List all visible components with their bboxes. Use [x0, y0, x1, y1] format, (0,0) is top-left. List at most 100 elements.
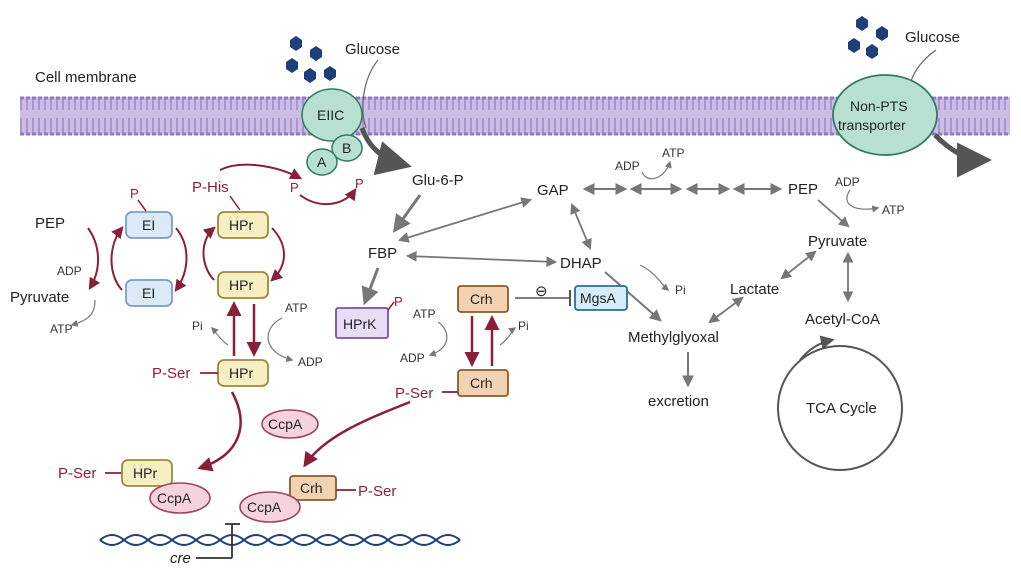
- crh-box-bottom: [457, 369, 509, 397]
- lactate-label: Lactate: [730, 281, 779, 298]
- complex2-ccpa-label: CcpA: [247, 499, 282, 515]
- dna-helix: [99, 534, 461, 546]
- eiib-label: B: [342, 140, 351, 156]
- complex1-ccpa: [149, 482, 211, 514]
- pep-adp-label: ADP: [835, 175, 860, 189]
- ei-p-label: P: [130, 186, 139, 201]
- mgsa-label: MgsA: [580, 290, 616, 306]
- hprk-p-label: P: [394, 294, 403, 309]
- lactate-pyruvate-arrow: [780, 250, 817, 280]
- glucose-label-left: Glucose: [345, 41, 400, 58]
- complex1-ccpa-label: CcpA: [157, 490, 192, 506]
- hpr-pi-curve: [210, 326, 229, 346]
- hpr-middle-label: HPr: [229, 277, 253, 293]
- crh-atp-label: ATP: [413, 307, 435, 321]
- ccpa-free-label: CcpA: [268, 416, 303, 432]
- non-pts-label-1: Non-PTS: [850, 98, 908, 114]
- gap-atp-curve: [641, 160, 672, 180]
- pep-to-pyruvate-arrow: [87, 227, 101, 291]
- pep-atp-curve: [846, 189, 880, 213]
- crh-box-top: [457, 285, 509, 313]
- pyruvate-right-label: Pyruvate: [808, 233, 867, 250]
- crh-atp-curve: [428, 321, 448, 357]
- excretion-label: excretion: [648, 393, 709, 410]
- crh-adp-label: ADP: [400, 351, 425, 365]
- glucose-molecules-left-icon: [286, 36, 336, 83]
- pep-right-label: PEP: [788, 181, 818, 198]
- glucose-molecules-right-icon: [848, 16, 888, 59]
- hpr-top-label: HPr: [229, 217, 253, 233]
- cre-label: cre: [170, 550, 191, 567]
- non-pts-exit-arrow: [933, 133, 992, 178]
- tca-cycle-label: TCA Cycle: [806, 400, 877, 417]
- complex1-hpr-label: HPr: [133, 465, 157, 481]
- gap-adp-label: ADP: [615, 159, 640, 173]
- phis-to-eiia-arrow: [219, 163, 303, 180]
- inhibition-symbol: ⊖: [535, 283, 548, 300]
- hpr-bottom-label: HPr: [229, 365, 253, 381]
- pep-to-pyruvate-arrow: [817, 199, 850, 228]
- complex2-pser-label: P-Ser: [358, 483, 396, 500]
- eiia-to-eiib-arrow: [299, 188, 357, 206]
- ei-cycle-left-arrow: [110, 226, 124, 291]
- crh-pser-label: P-Ser: [395, 385, 433, 402]
- non-pts-label-2: transporter: [838, 117, 906, 133]
- ei-atp-curve: [70, 299, 96, 327]
- hpr-atp-curve: [267, 317, 294, 362]
- phis-label: P-His: [192, 179, 229, 196]
- hpr-cycle-left-arrow: [202, 226, 216, 281]
- dhap-pi-label: Pi: [675, 283, 686, 297]
- ei-cycle-right-arrow: [174, 227, 188, 292]
- acetyl-coa-label: Acetyl-CoA: [805, 311, 880, 328]
- crh-pi-label: Pi: [518, 319, 529, 333]
- ccpa-free: [261, 409, 319, 439]
- gap-fbp-arrow: [397, 197, 533, 243]
- non-pts-transporter: Non-PTS transporter: [832, 74, 938, 156]
- glu6p-to-fbp-arrow: [392, 194, 422, 233]
- hprk-box: [335, 307, 389, 339]
- hpr-to-ccpa-complex-arrow: [197, 391, 242, 472]
- glu6p-label: Glu-6-P: [412, 172, 464, 189]
- hpr-atp-label: ATP: [285, 301, 307, 315]
- ei-atp-label: ATP: [50, 322, 72, 336]
- hpr-box-middle: [217, 271, 269, 299]
- fbp-to-hprk-arrow: [361, 267, 380, 306]
- hprk-p-link: [387, 301, 395, 311]
- crh-pi-curve: [499, 327, 517, 346]
- dhap-pi-curve: [639, 264, 670, 291]
- fbp-label: FBP: [368, 245, 397, 262]
- ei-box-top: [125, 211, 173, 239]
- glucose-to-glu6p-arrow: [359, 127, 412, 176]
- methylglyoxal-lactate-arrow: [708, 296, 744, 324]
- cre-repression-marker: [196, 523, 240, 559]
- hpr-adp-label: ADP: [298, 355, 323, 369]
- eiia-label: A: [317, 154, 327, 170]
- hpr-pser-label: P-Ser: [152, 365, 190, 382]
- methylglyoxal-label: Methylglyoxal: [628, 329, 719, 346]
- glucose-entry-curve-left: [362, 59, 379, 129]
- ei-box-bottom: [125, 279, 173, 307]
- ei-adp-label: ADP: [57, 264, 82, 278]
- hprk-label: HPrK: [343, 316, 377, 332]
- hpr-box-top: [217, 211, 269, 239]
- fbp-dhap-arrow: [405, 250, 558, 268]
- complex1-hpr-box: [121, 459, 173, 487]
- ei-bottom-label: EI: [142, 285, 155, 301]
- pep-left-label: PEP: [35, 215, 65, 232]
- gap-dhap-arrow: [570, 203, 592, 250]
- phis-link: [229, 195, 241, 211]
- gap-label: GAP: [537, 182, 569, 199]
- pyruvate-left-label: Pyruvate: [10, 289, 69, 306]
- pep-atp-label: ATP: [882, 203, 904, 217]
- complex2-crh-label: Crh: [300, 480, 323, 496]
- hpr-pi-label: Pi: [192, 319, 203, 333]
- complex1-pser-label: P-Ser: [58, 465, 96, 482]
- membrane-label: Cell membrane: [35, 69, 137, 86]
- complex2-crh-box: [289, 475, 337, 501]
- tca-entry-arrow: [799, 335, 835, 361]
- complex2-ccpa: [239, 491, 301, 523]
- dhap-label: DHAP: [560, 255, 602, 272]
- eiic-label: EIIC: [317, 107, 344, 123]
- tca-cycle-circle: [777, 345, 903, 471]
- glucose-label-right: Glucose: [905, 29, 960, 46]
